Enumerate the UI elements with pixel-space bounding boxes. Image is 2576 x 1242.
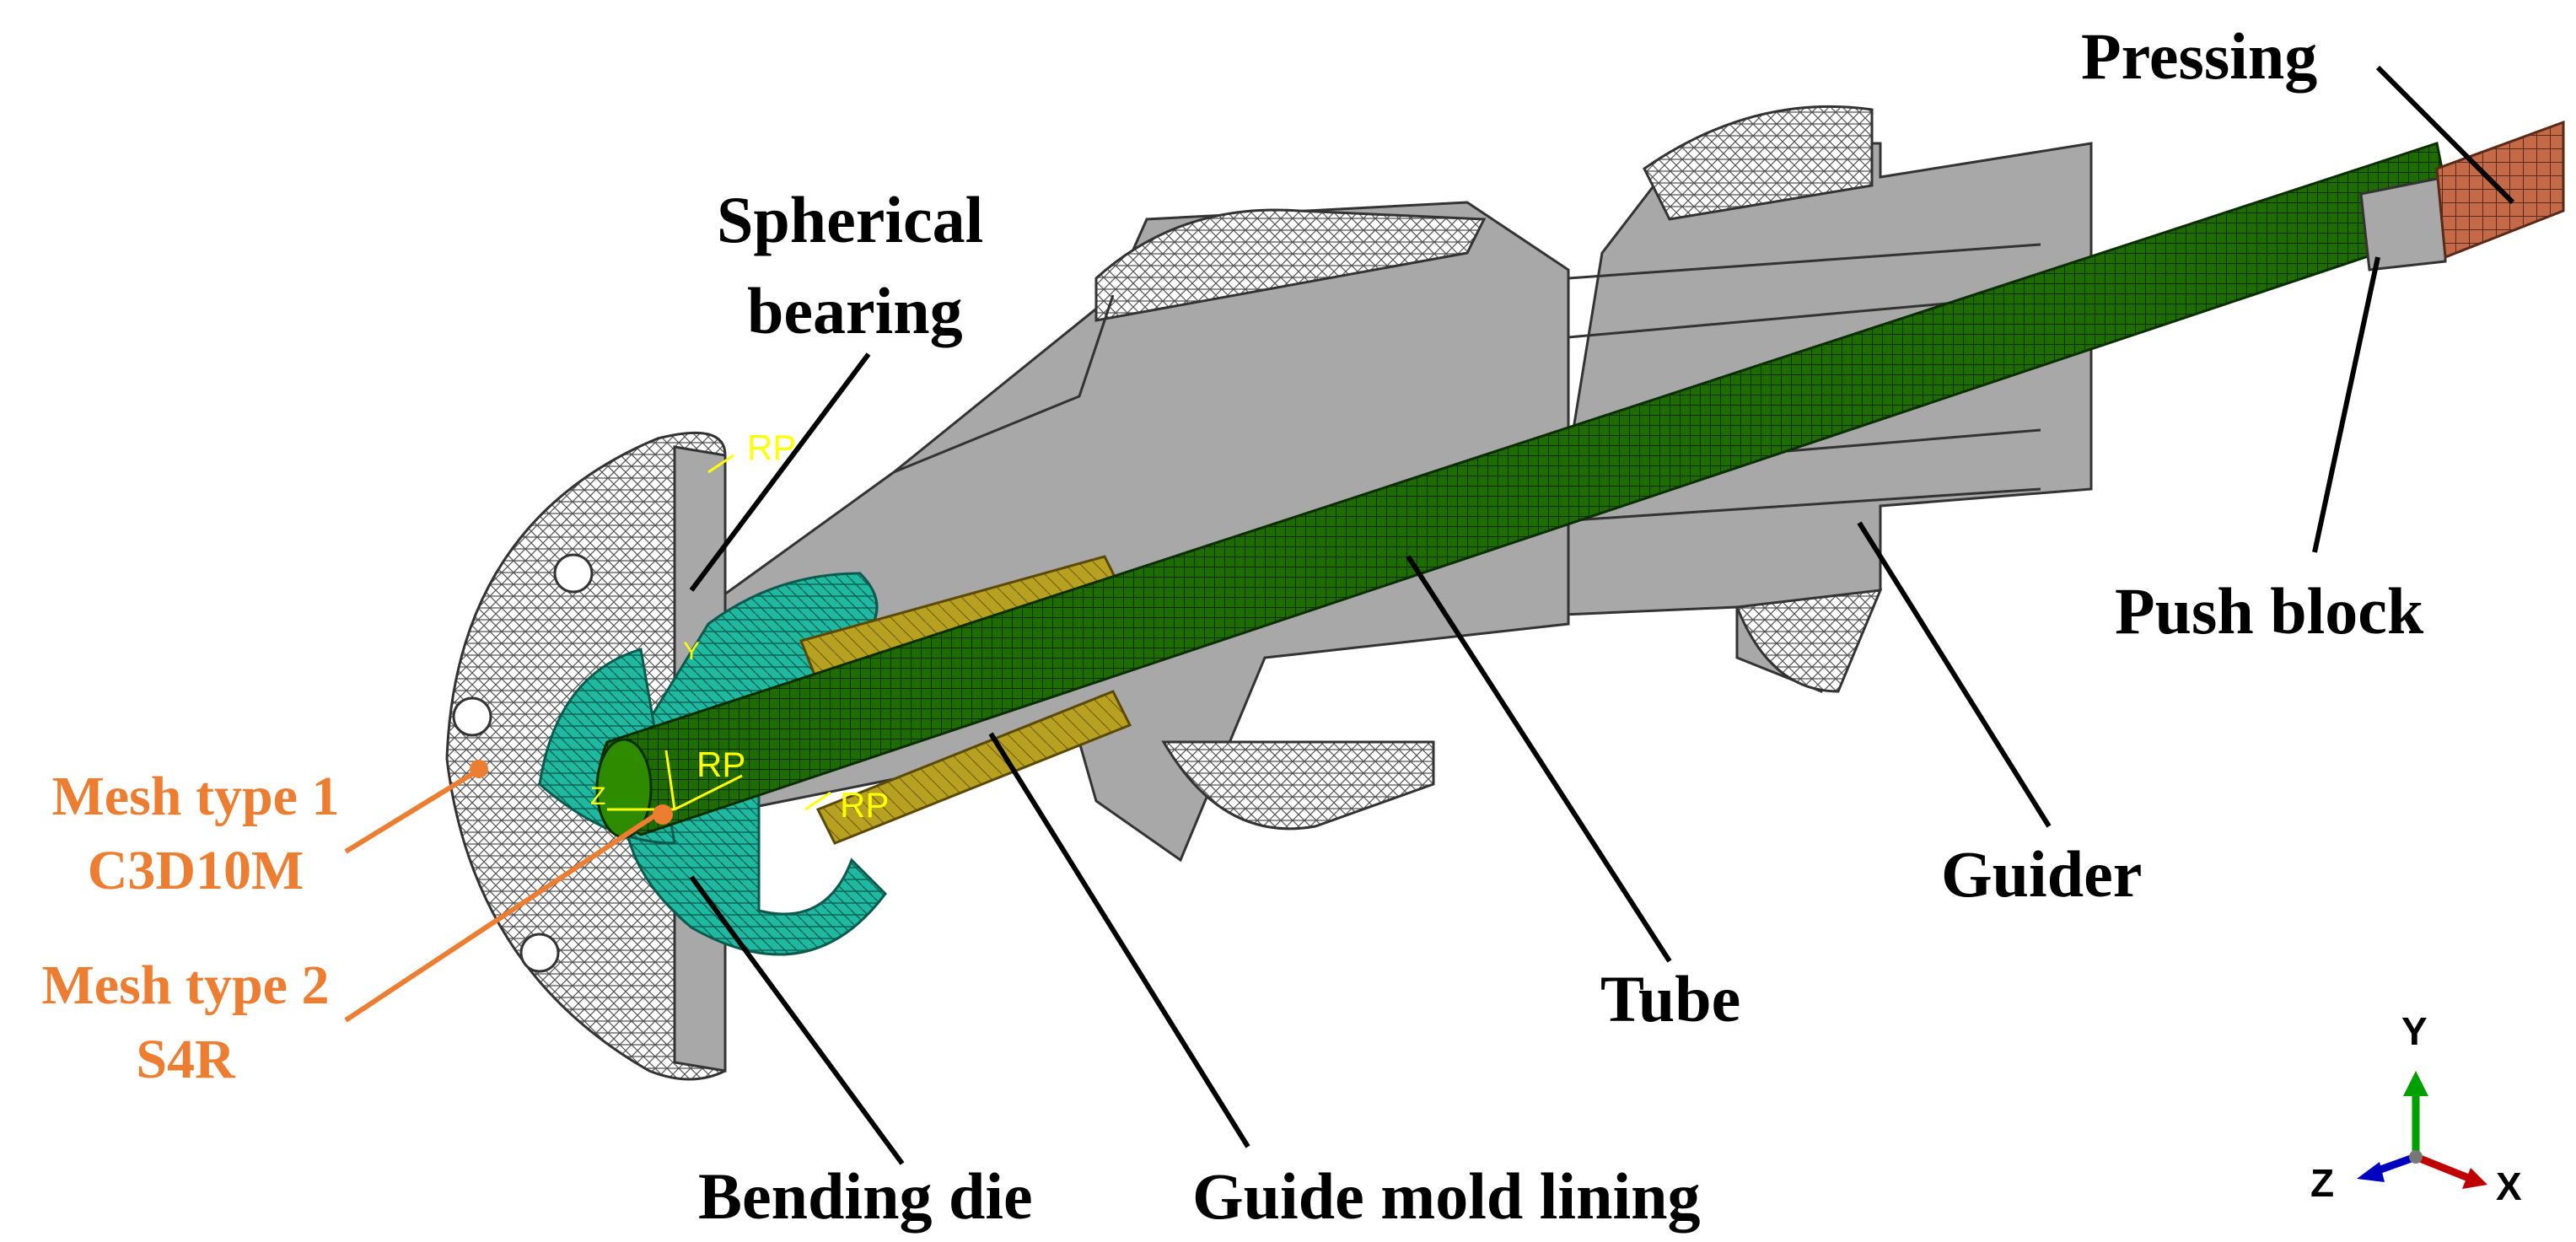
spherical-bearing-label-line2: bearing [747,274,963,347]
bending-die-leader [689,875,905,1165]
bending-die-label: Bending die [698,1159,1033,1233]
push-block-leader [2312,256,2380,553]
mesh-leader-lines [344,760,659,1023]
mesh-type-2-element: S4R [136,1029,235,1090]
guide-mold-lining-label: Guide mold lining [1192,1159,1701,1233]
reference-point-markers [607,454,831,825]
triad-x-axis [2414,1153,2472,1183]
triad-y-label: Y [2401,1009,2428,1053]
coordinate-triad [2357,1071,2487,1189]
mesh-type-2-name: Mesh type 2 [41,954,330,1016]
mesh-type-1-leader [344,769,478,854]
reference-point-label: RP [840,785,890,825]
push-block-part [2359,175,2447,272]
mesh-type-2-leader [344,811,659,1023]
pressing-leader [2375,65,2515,205]
tube-leader [1406,555,1672,963]
push-block-label: Push block [2115,574,2424,648]
tube-label: Tube [1600,962,1741,1035]
mesh-type-2-label: Mesh type 2 S4R [17,958,354,1088]
local-y-axis-label: Y [683,637,701,665]
guider-leader [1857,521,2052,828]
triad-x-label: X [2496,1164,2522,1208]
reference-point-label: RP [747,427,797,467]
spherical-bearing-label-line1: Spherical [717,183,984,256]
reference-point-label: RP [696,745,746,784]
leader-lines [689,65,2515,1165]
pressing-label: Pressing [2081,19,2318,93]
tube-part [595,142,2455,839]
mesh-type-1-name: Mesh type 1 [51,766,340,827]
guider-label: Guider [1941,837,2143,911]
mesh-type-1-element: C3D10M [87,840,304,901]
local-z-axis-label: Z [590,782,606,810]
guide-mold-lining-leader [988,732,1250,1148]
mesh-type-1-label: Mesh type 1 C3D10M [27,769,364,899]
spherical-bearing-leader [689,352,871,592]
triad-z-label: Z [2310,1161,2335,1205]
